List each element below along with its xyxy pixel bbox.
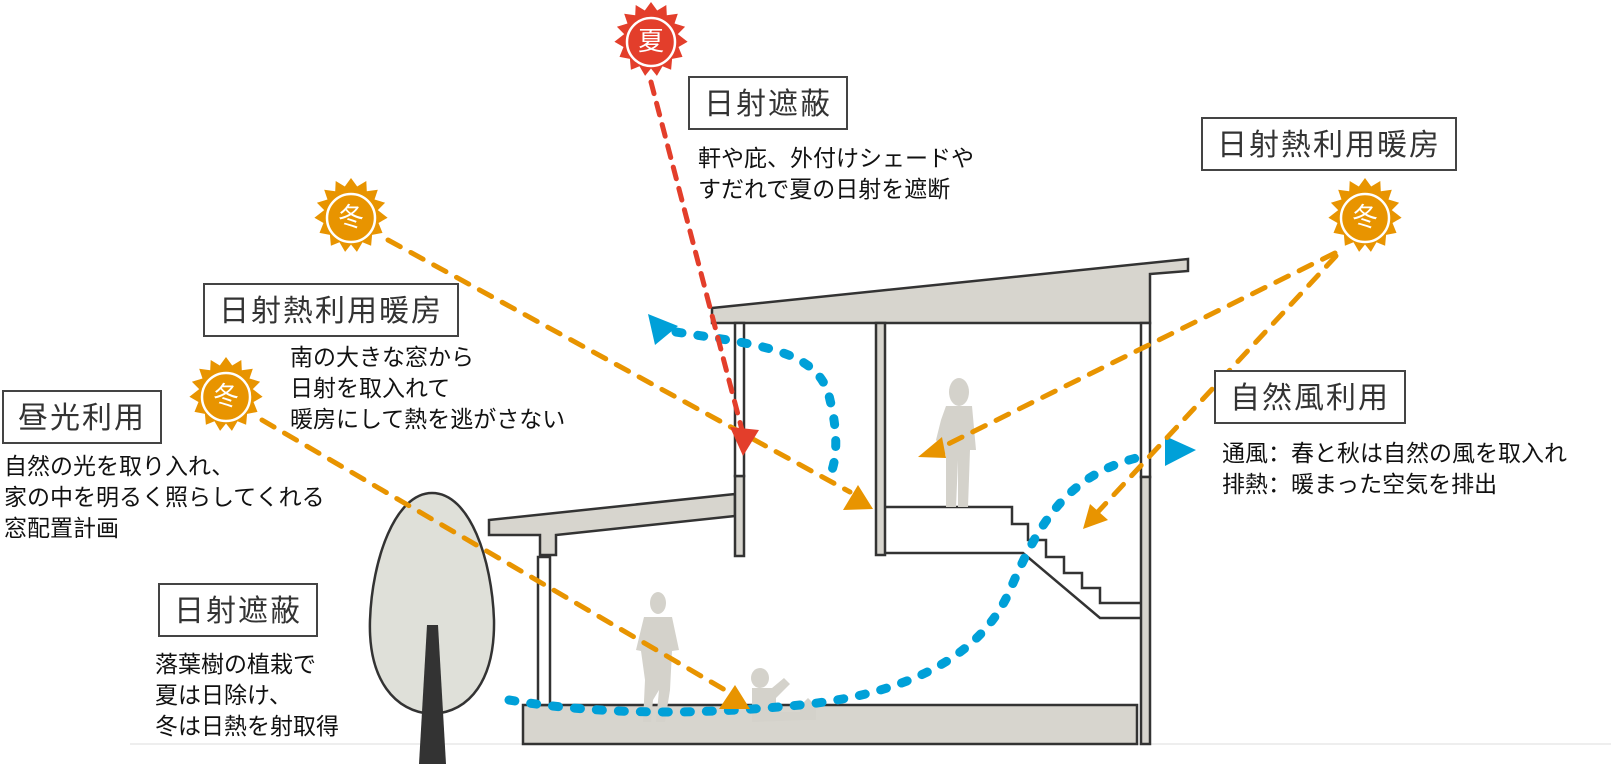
ray-right-to-stairs bbox=[1092, 253, 1339, 518]
label-shading-tree: 日射遮蔽 bbox=[158, 583, 318, 637]
wind-path-upper bbox=[671, 327, 841, 480]
label-natural-wind: 自然風利用 bbox=[1214, 370, 1406, 424]
wind-flows bbox=[504, 327, 1155, 717]
house-section bbox=[487, 257, 1190, 746]
desc-line: 通風：春と秋は自然の風を取入れ bbox=[1222, 441, 1567, 467]
desc-line: すだれで夏の日射を遮断 bbox=[698, 177, 951, 203]
desc-line: 日射を取入れて bbox=[290, 376, 451, 402]
desc-line: 排熱：暖まった空気を排出 bbox=[1222, 472, 1498, 498]
wind-arrow-out-upper bbox=[648, 314, 678, 345]
winter-sun-glyph: 冬 bbox=[338, 203, 364, 233]
ray-left-low bbox=[259, 417, 728, 693]
wind-path-main bbox=[504, 450, 1155, 717]
winter-sun-glyph: 冬 bbox=[1352, 203, 1378, 233]
lower-roof bbox=[487, 492, 737, 557]
winter-sun-rays bbox=[259, 237, 1339, 693]
desc-line: 冬は日熱を射取得 bbox=[155, 714, 339, 740]
desc-daylight: 自然の光を取り入れ、 家の中を明るく照らしてくれる 窓配置計画 bbox=[4, 452, 325, 545]
deciduous-tree bbox=[368, 491, 496, 764]
desc-shading-eaves: 軒や庇、外付けシェードや すだれで夏の日射を遮断 bbox=[698, 144, 974, 206]
label-solar-heating-right: 日射熱利用暖房 bbox=[1201, 117, 1457, 171]
ray-arrowhead-left-low bbox=[719, 685, 750, 709]
wind-arrow-out-right bbox=[1165, 436, 1196, 466]
ray-arrowhead-right-stairs bbox=[1083, 504, 1108, 529]
summer-sun: 夏 bbox=[614, 2, 688, 76]
child-sitting bbox=[751, 668, 816, 722]
summer-ray-arrowhead bbox=[730, 427, 759, 456]
desc-solar-heating-left: 南の大きな窓から 日射を取入れて 暖房にして熱を逃がさない bbox=[290, 343, 565, 436]
ray-arrowhead-right-person bbox=[918, 437, 946, 458]
right-wall bbox=[1139, 475, 1152, 746]
desc-line: 軒や庇、外付けシェードや bbox=[698, 146, 974, 172]
desc-shading-tree: 落葉樹の植栽で 夏は日除け、 冬は日熱を射取得 bbox=[155, 650, 339, 743]
desc-line: 家の中を明るく照らしてくれる bbox=[4, 485, 325, 511]
winter-sun-left: 冬 bbox=[189, 357, 263, 431]
lower-left-window bbox=[536, 555, 552, 707]
desc-line: 暖房にして熱を逃がさない bbox=[290, 407, 566, 433]
label-shading-eaves: 日射遮蔽 bbox=[688, 76, 848, 130]
label-daylight: 昼光利用 bbox=[2, 390, 162, 444]
desc-natural-wind: 通風：春と秋は自然の風を取入れ 排熱：暖まった空気を排出 bbox=[1222, 439, 1567, 501]
winter-sun-right: 冬 bbox=[1328, 178, 1402, 252]
desc-line: 落葉樹の植栽で bbox=[155, 652, 316, 678]
person-upper-floor bbox=[936, 378, 976, 507]
summer-sun-glyph: 夏 bbox=[638, 27, 664, 57]
ray-arrowhead-upper-left bbox=[843, 485, 873, 510]
tree-trunk bbox=[419, 625, 446, 764]
label-solar-heating-left: 日射熱利用暖房 bbox=[203, 283, 459, 337]
upper-roof bbox=[710, 257, 1190, 325]
interior-column bbox=[874, 321, 887, 557]
winter-sun-glyph: 冬 bbox=[213, 382, 239, 412]
desc-line: 自然の光を取り入れ、 bbox=[4, 454, 235, 480]
stairs bbox=[885, 505, 1141, 620]
desc-line: 窓配置計画 bbox=[4, 516, 119, 542]
winter-sun-upper-left: 冬 bbox=[314, 178, 388, 252]
clerestory-wall bbox=[733, 474, 746, 558]
desc-line: 南の大きな窓から bbox=[290, 345, 474, 371]
ray-right-to-person bbox=[937, 250, 1338, 451]
ray-upper-left bbox=[385, 237, 853, 495]
summer-sun-ray bbox=[648, 79, 745, 433]
desc-line: 夏は日除け、 bbox=[155, 683, 292, 709]
